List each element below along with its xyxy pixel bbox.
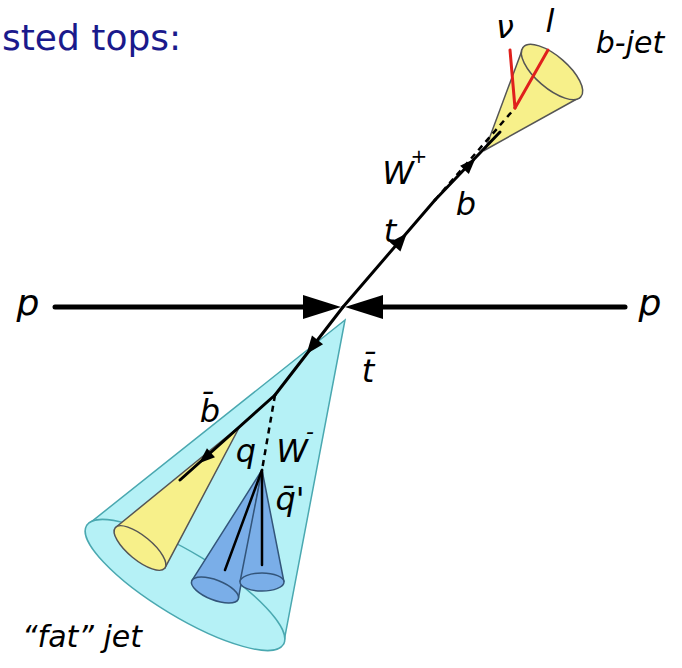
particle-label: b-jet <box>596 26 664 59</box>
particle-label: + <box>411 145 428 167</box>
particle-label: q̄' <box>275 482 304 517</box>
qbar-jet-cone-cap <box>240 573 284 591</box>
b-jet-cone-cap <box>513 35 592 109</box>
particle-label: p <box>17 283 40 323</box>
fat-jet-cone <box>87 320 345 644</box>
particle-label: b <box>456 187 476 222</box>
bbar-jet-cone-cap <box>108 518 173 577</box>
b-arrow <box>460 158 475 174</box>
neutrino-line <box>510 50 515 108</box>
particle-label: W <box>382 156 414 191</box>
w-boson-line <box>262 395 275 470</box>
particle-label: q <box>236 434 256 469</box>
particle-label: W <box>276 434 308 469</box>
proton-beam <box>380 305 625 310</box>
antitop-arrow <box>306 336 323 355</box>
particle-label: p <box>639 283 662 323</box>
w-boson-line <box>435 108 515 200</box>
fat-jet-cone-edge <box>87 320 345 644</box>
particle-label: - <box>306 420 314 444</box>
top-line <box>343 200 435 307</box>
bbar-line <box>180 395 275 480</box>
bbar-arrow <box>199 448 215 463</box>
proton-beam <box>55 305 305 310</box>
particle-label: ν <box>496 10 514 45</box>
antitop-line <box>275 307 343 395</box>
lepton-line <box>515 50 548 108</box>
slide-title: sted tops: <box>2 18 181 58</box>
particle-label: t̄ <box>362 354 375 389</box>
q-line <box>225 470 262 570</box>
particle-label: b̄ <box>200 394 220 429</box>
particle-label: l <box>546 4 555 39</box>
particle-label: t <box>384 214 397 249</box>
particle-label: “fat” jet <box>22 620 142 653</box>
qbar-line <box>261 470 264 565</box>
q-jet-cone-cap <box>188 572 242 609</box>
